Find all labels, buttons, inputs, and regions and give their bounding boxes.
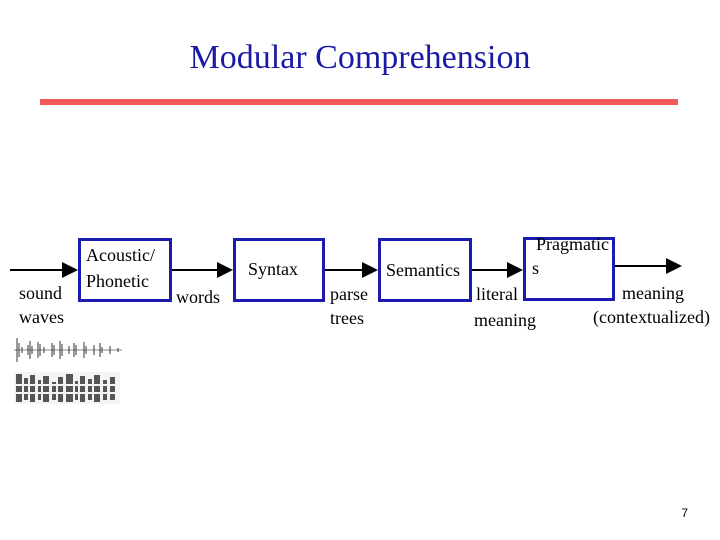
module-label-phonetic: Phonetic [86,271,149,291]
module-box-acoustic-phonetic [78,238,172,302]
intermediate-label-parse: parse [330,284,368,304]
intermediate-label-literal: literal [476,284,518,304]
slide-title: Modular Comprehension [189,39,531,76]
module-label-semantics: Semantics [386,260,460,280]
intermediate-label-words: words [176,287,220,307]
output-label-contextualized: (contextualized) [593,307,710,327]
waveform-image [14,338,122,362]
page-number: 7 [681,506,688,520]
module-label-acoustic: Acoustic/ [86,245,155,265]
module-box-semantics [378,238,472,302]
module-label-syntax: Syntax [248,259,299,279]
module-label-pragmatic-s: s [532,258,540,278]
input-label-waves: waves [19,307,64,327]
intermediate-label-trees: trees [330,308,364,328]
output-label-meaning: meaning [622,283,684,303]
title-rule [40,99,678,105]
input-label-sound: sound [19,283,63,303]
module-label-pragmatic: Pragmatic [536,234,609,254]
module-box-pragmatics [523,237,615,301]
spectrogram-image [14,372,120,404]
module-box-syntax [233,238,325,302]
intermediate-label-meaning: meaning [474,310,536,330]
